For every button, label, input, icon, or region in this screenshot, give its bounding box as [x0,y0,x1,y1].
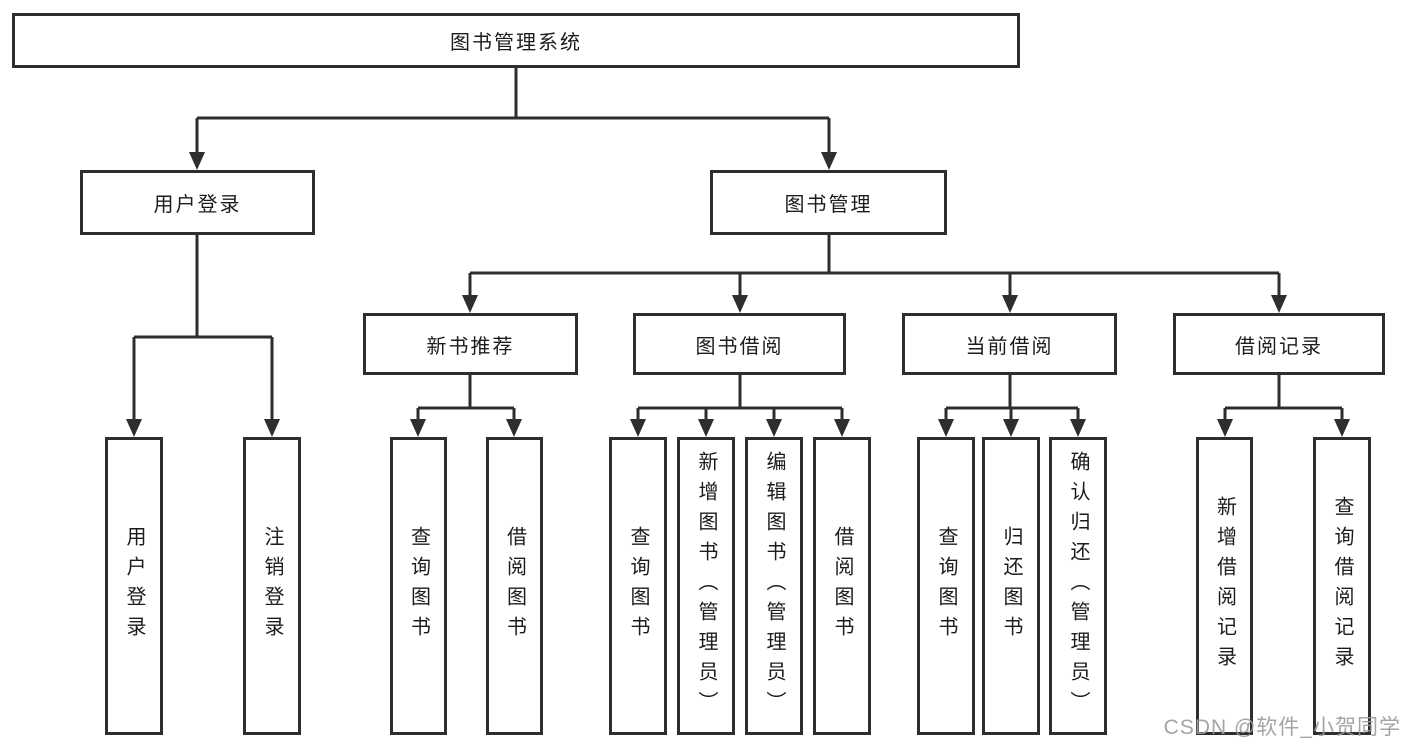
leaf-borrow-books-1-label: 借阅图书 [503,526,526,646]
connector-book-management [468,235,1281,299]
leaf-query-borrow-record-label: 查询借阅记录 [1331,496,1353,676]
node-root: 图书管理系统 [12,13,1020,68]
leaf-confirm-return-admin: 确认归还（管理员） [1049,437,1107,735]
node-book-borrowing: 图书借阅 [633,313,846,375]
leaf-user-login: 用户登录 [105,437,163,735]
arrowhead-icon [938,419,954,437]
leaf-query-books-1-label: 查询图书 [407,526,430,646]
arrowhead-icon [1070,419,1086,437]
node-current-borrowing: 当前借阅 [902,313,1117,375]
leaf-user-login-label: 用户登录 [123,526,145,646]
connector-root [195,68,831,154]
arrowhead-icon [732,295,748,313]
arrowhead-icon [126,419,142,437]
arrowhead-icon [410,419,426,437]
leaf-edit-book-admin: 编辑图书（管理员） [745,437,803,735]
arrowhead-icon [1002,295,1018,313]
connector-book-borrowing [636,375,844,423]
arrowhead-icon [1271,295,1287,313]
arrowhead-icon [1217,419,1233,437]
leaf-query-books-2: 查询图书 [609,437,667,735]
arrowhead-icon [189,152,205,170]
node-user-login-label: 用户登录 [153,194,242,216]
leaf-return-books: 归还图书 [982,437,1040,735]
leaf-query-books-3: 查询图书 [917,437,975,735]
leaf-edit-book-admin-label: 编辑图书（管理员） [763,451,785,721]
leaf-query-borrow-record: 查询借阅记录 [1313,437,1371,735]
leaf-borrow-books-1: 借阅图书 [486,437,543,735]
leaf-add-book-admin-label: 新增图书（管理员） [695,451,717,721]
leaf-query-books-3-label: 查询图书 [935,526,957,646]
node-root-label: 图书管理系统 [450,32,582,54]
arrowhead-icon [506,419,522,437]
leaf-add-borrow-record-label: 新增借阅记录 [1213,496,1236,676]
arrowhead-icon [698,419,714,437]
arrowhead-icon [462,295,478,313]
arrowhead-icon [834,419,850,437]
arrowhead-icon [630,419,646,437]
leaf-borrow-books-2-label: 借阅图书 [831,526,853,646]
leaf-logout-login-label: 注销登录 [261,526,283,646]
watermark: CSDN @软件_小贺同学 [1163,716,1401,739]
arrowhead-icon [821,152,837,170]
leaf-add-borrow-record: 新增借阅记录 [1196,437,1253,735]
node-new-book-recommend-label: 新书推荐 [426,335,515,358]
leaf-query-books-2-label: 查询图书 [627,526,649,646]
connector-user-login [132,235,274,423]
leaf-return-books-label: 归还图书 [1000,526,1022,646]
arrowhead-icon [264,419,280,437]
node-book-management: 图书管理 [710,170,947,235]
node-borrowing-records-label: 借阅记录 [1235,335,1323,358]
node-book-management-label: 图书管理 [784,194,873,216]
connector-new-book-recommend [416,375,516,423]
leaf-query-books-1: 查询图书 [390,437,447,735]
node-borrowing-records: 借阅记录 [1173,313,1385,375]
arrowhead-icon [766,419,782,437]
leaf-logout-login: 注销登录 [243,437,301,735]
node-current-borrowing-label: 当前借阅 [965,335,1054,358]
node-new-book-recommend: 新书推荐 [363,313,578,375]
node-user-login: 用户登录 [80,170,315,235]
connector-borrowing-records [1223,375,1344,423]
connector-current-borrowing [944,375,1080,423]
node-book-borrowing-label: 图书借阅 [695,335,784,358]
arrowhead-icon [1334,419,1350,437]
leaf-borrow-books-2: 借阅图书 [813,437,871,735]
leaf-add-book-admin: 新增图书（管理员） [677,437,735,735]
arrowheads [126,152,1350,437]
leaf-confirm-return-admin-label: 确认归还（管理员） [1067,451,1089,721]
arrowhead-icon [1003,419,1019,437]
